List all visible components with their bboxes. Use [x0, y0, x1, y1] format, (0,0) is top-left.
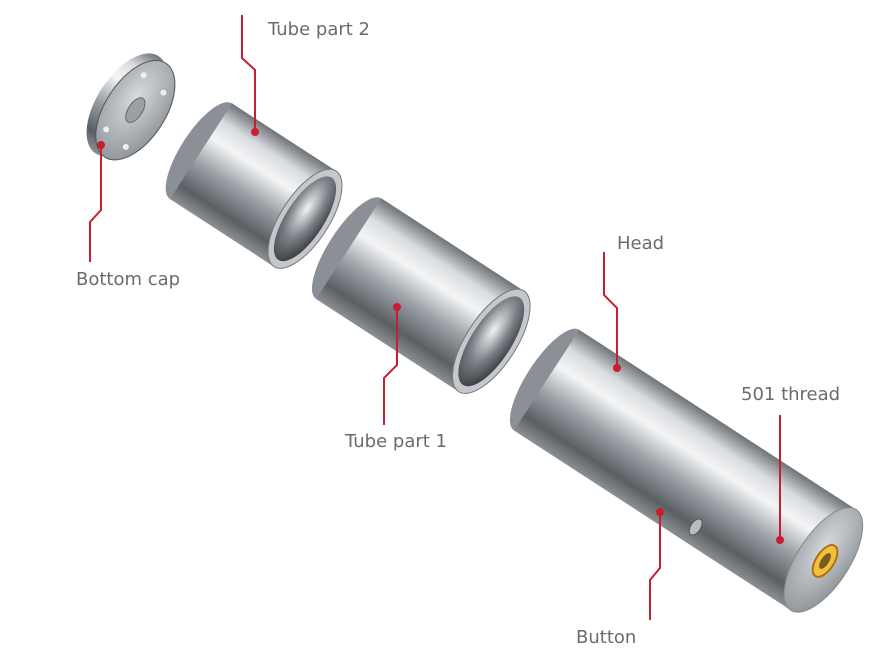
leader-dots [97, 128, 784, 544]
label-tube-part-1: Tube part 1 [345, 431, 447, 452]
tube-part-1-part [311, 197, 531, 394]
tube-part-2-part [165, 102, 343, 269]
label-button: Button [576, 627, 637, 648]
label-head: Head [617, 233, 665, 254]
button-part [688, 518, 703, 536]
leader-bottom-cap [89, 145, 102, 262]
leader-tube-part-1 [383, 307, 398, 425]
leader-tube-part-2 [241, 15, 256, 132]
label-bottom-cap: Bottom cap [76, 269, 181, 290]
head-part [509, 328, 864, 613]
leader-lines [89, 15, 781, 620]
label-tube-part-2: Tube part 2 [268, 19, 370, 40]
bottom-cap-part [86, 53, 176, 161]
label-501-thread: 501 thread [741, 384, 841, 405]
leader-button [649, 512, 661, 620]
leader-head [603, 252, 618, 368]
